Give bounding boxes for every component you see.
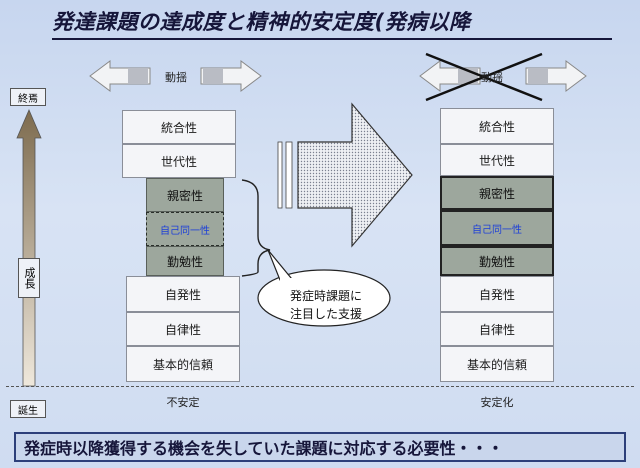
brace-bubble-icon [241,179,391,327]
left-item-basic-trust: 基本的信頼 [126,346,240,382]
bubble-line-2: 注目した支援 [289,307,362,321]
birth-divider [6,386,634,387]
right-shake-arrows-crossed-icon [419,52,587,102]
right-item-industry: 勤勉性 [440,246,554,276]
bubble-line-1: 発症時課題に [289,289,362,303]
birth-label: 誕生 [10,400,46,418]
left-item-autonomy: 自律性 [126,312,240,346]
left-item-integrity: 統合性 [122,110,236,144]
left-item-identity: 自己同一性 [146,212,224,246]
right-item-autonomy: 自律性 [440,312,554,346]
right-item-generativity: 世代性 [440,144,554,176]
left-shake-arrows-icon [89,60,262,92]
right-item-identity: 自己同一性 [440,210,554,246]
transition-arrow-icon [277,102,413,248]
left-item-industry: 勤勉性 [146,246,224,276]
right-item-intimacy: 親密性 [440,176,554,210]
growth-label: 成長 [18,258,40,298]
right-item-initiative: 自発性 [440,276,554,312]
left-shake-label: 動揺 [165,71,187,84]
slide-title: 発達課題の達成度と精神的安定度(発病以降 [52,6,612,40]
right-shake-label: 動揺 [481,71,503,84]
left-item-intimacy: 親密性 [146,178,224,212]
right-item-integrity: 統合性 [440,108,554,144]
right-item-basic-trust: 基本的信頼 [440,346,554,382]
growth-arrow-icon [16,108,42,387]
left-caption: 不安定 [166,396,200,409]
left-item-generativity: 世代性 [122,144,236,178]
left-item-initiative: 自発性 [126,276,240,312]
end-of-life-label: 終焉 [10,88,46,106]
right-caption: 安定化 [480,396,514,409]
footer-banner: 発症時以降獲得する機会を失していた課題に対応する必要性・・・ [14,432,626,462]
